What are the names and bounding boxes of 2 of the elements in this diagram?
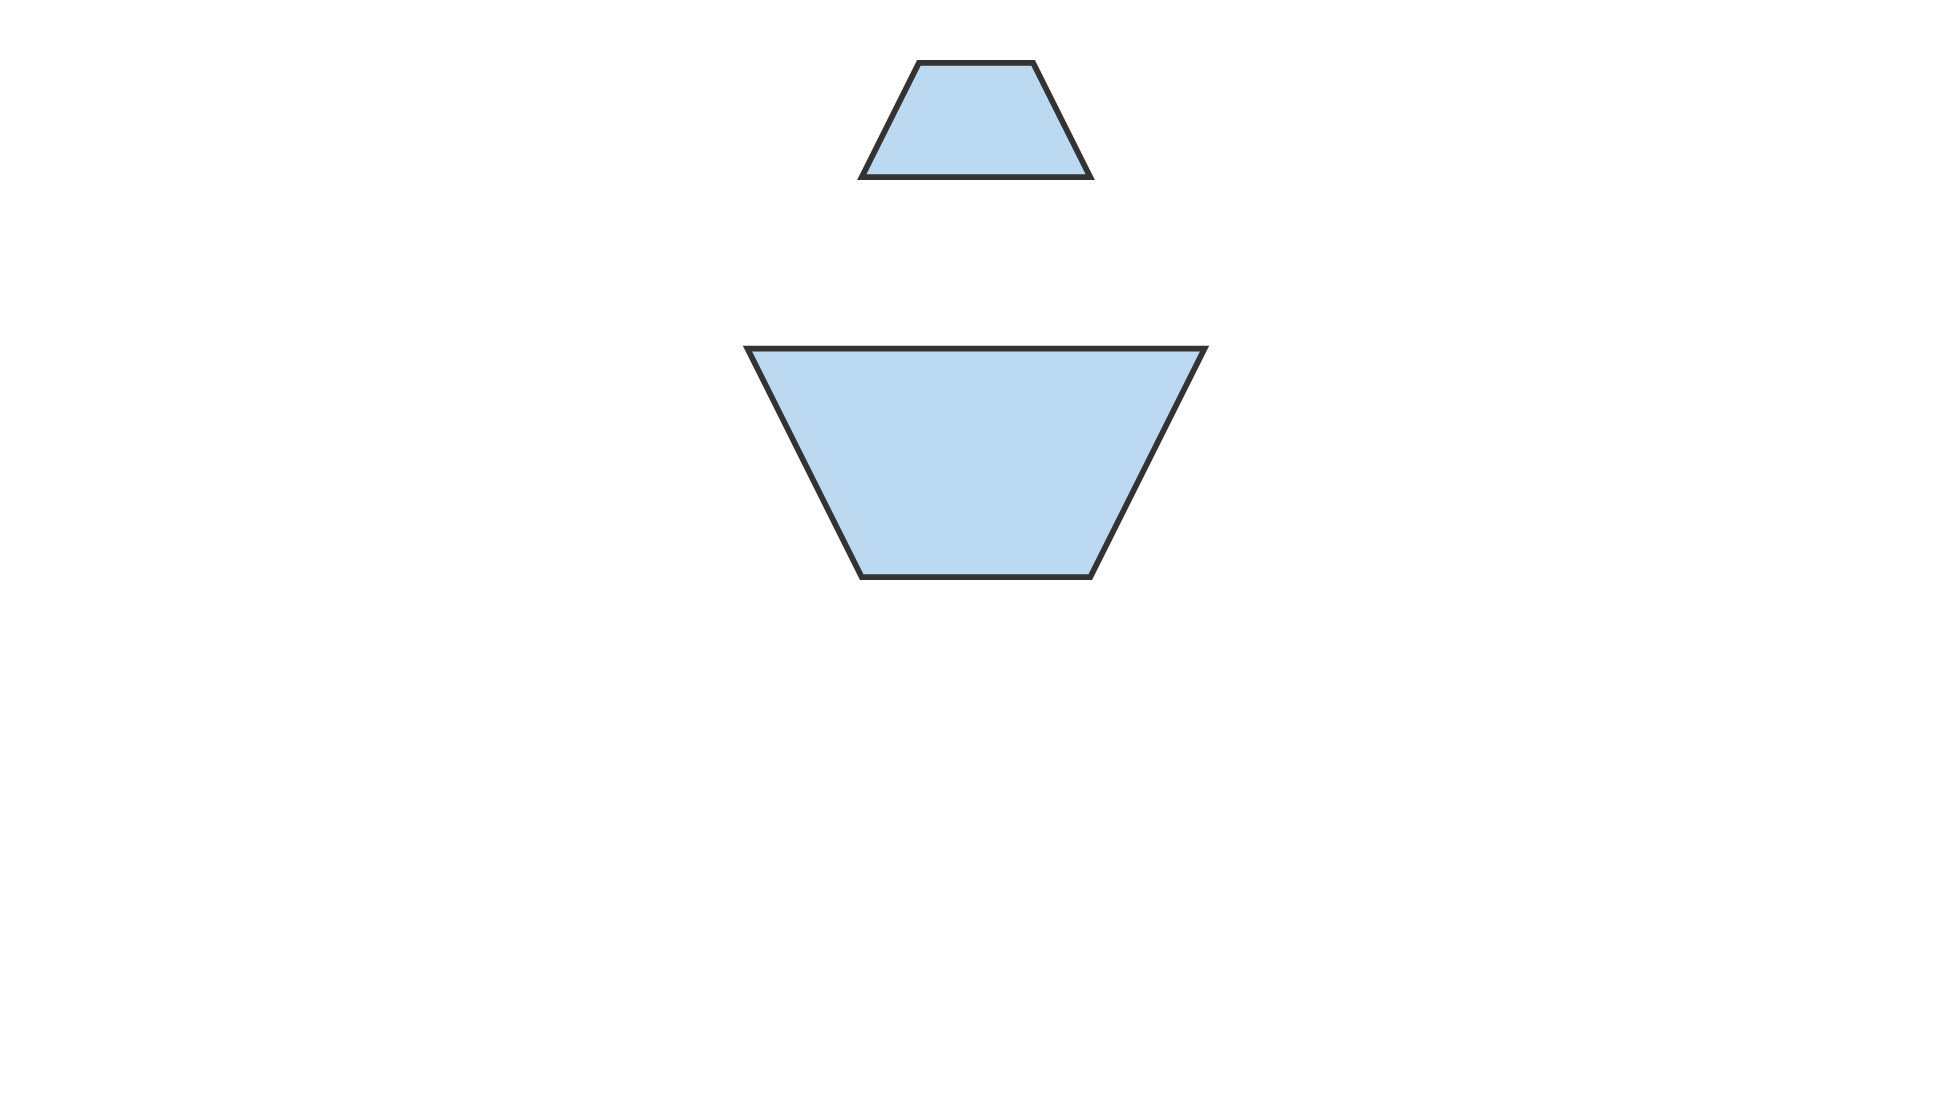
node-trapezoid [857,60,1095,180]
node-trapezoid [742,345,1210,580]
